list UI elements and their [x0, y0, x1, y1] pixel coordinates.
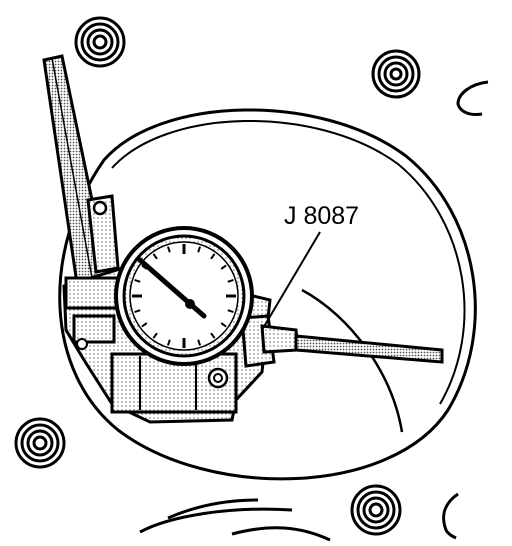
dial-tick	[220, 264, 227, 270]
dial-tick	[197, 339, 202, 346]
dial-tick	[210, 332, 216, 339]
dial-tick	[134, 309, 141, 314]
dial-tick	[227, 309, 234, 314]
dial-indicator	[114, 226, 254, 366]
bolt-hole-top-left	[74, 16, 126, 68]
dial-tick	[227, 278, 234, 283]
dial-tick	[134, 278, 141, 283]
bolt-hole-top-right	[371, 49, 421, 99]
dial-tick	[220, 322, 227, 328]
callout-label: J 8087	[284, 202, 359, 230]
edge-arc-bottom-center	[231, 526, 331, 542]
callout-leader-line	[261, 231, 321, 331]
dial-tick	[166, 339, 171, 346]
measuring-plunger	[260, 324, 444, 364]
dial-hub	[185, 299, 195, 309]
edge-arc-bottom-left	[139, 507, 293, 534]
dial-tick	[152, 253, 158, 260]
edge-arc-bottom-left-2	[167, 498, 259, 520]
dial-tick	[166, 246, 171, 253]
bolt-hole-bottom-right	[350, 484, 402, 536]
edge-arc-right-bottom	[442, 492, 459, 540]
edge-arc-right-top	[456, 80, 489, 116]
dial-tick	[197, 246, 202, 253]
dial-ticks	[132, 244, 236, 348]
dial-tick	[152, 332, 158, 339]
bolt-hole-bottom-left	[14, 417, 66, 469]
dial-tick	[210, 253, 216, 260]
callout-j8087: J 8087	[261, 202, 359, 331]
dial-tick	[141, 322, 148, 328]
